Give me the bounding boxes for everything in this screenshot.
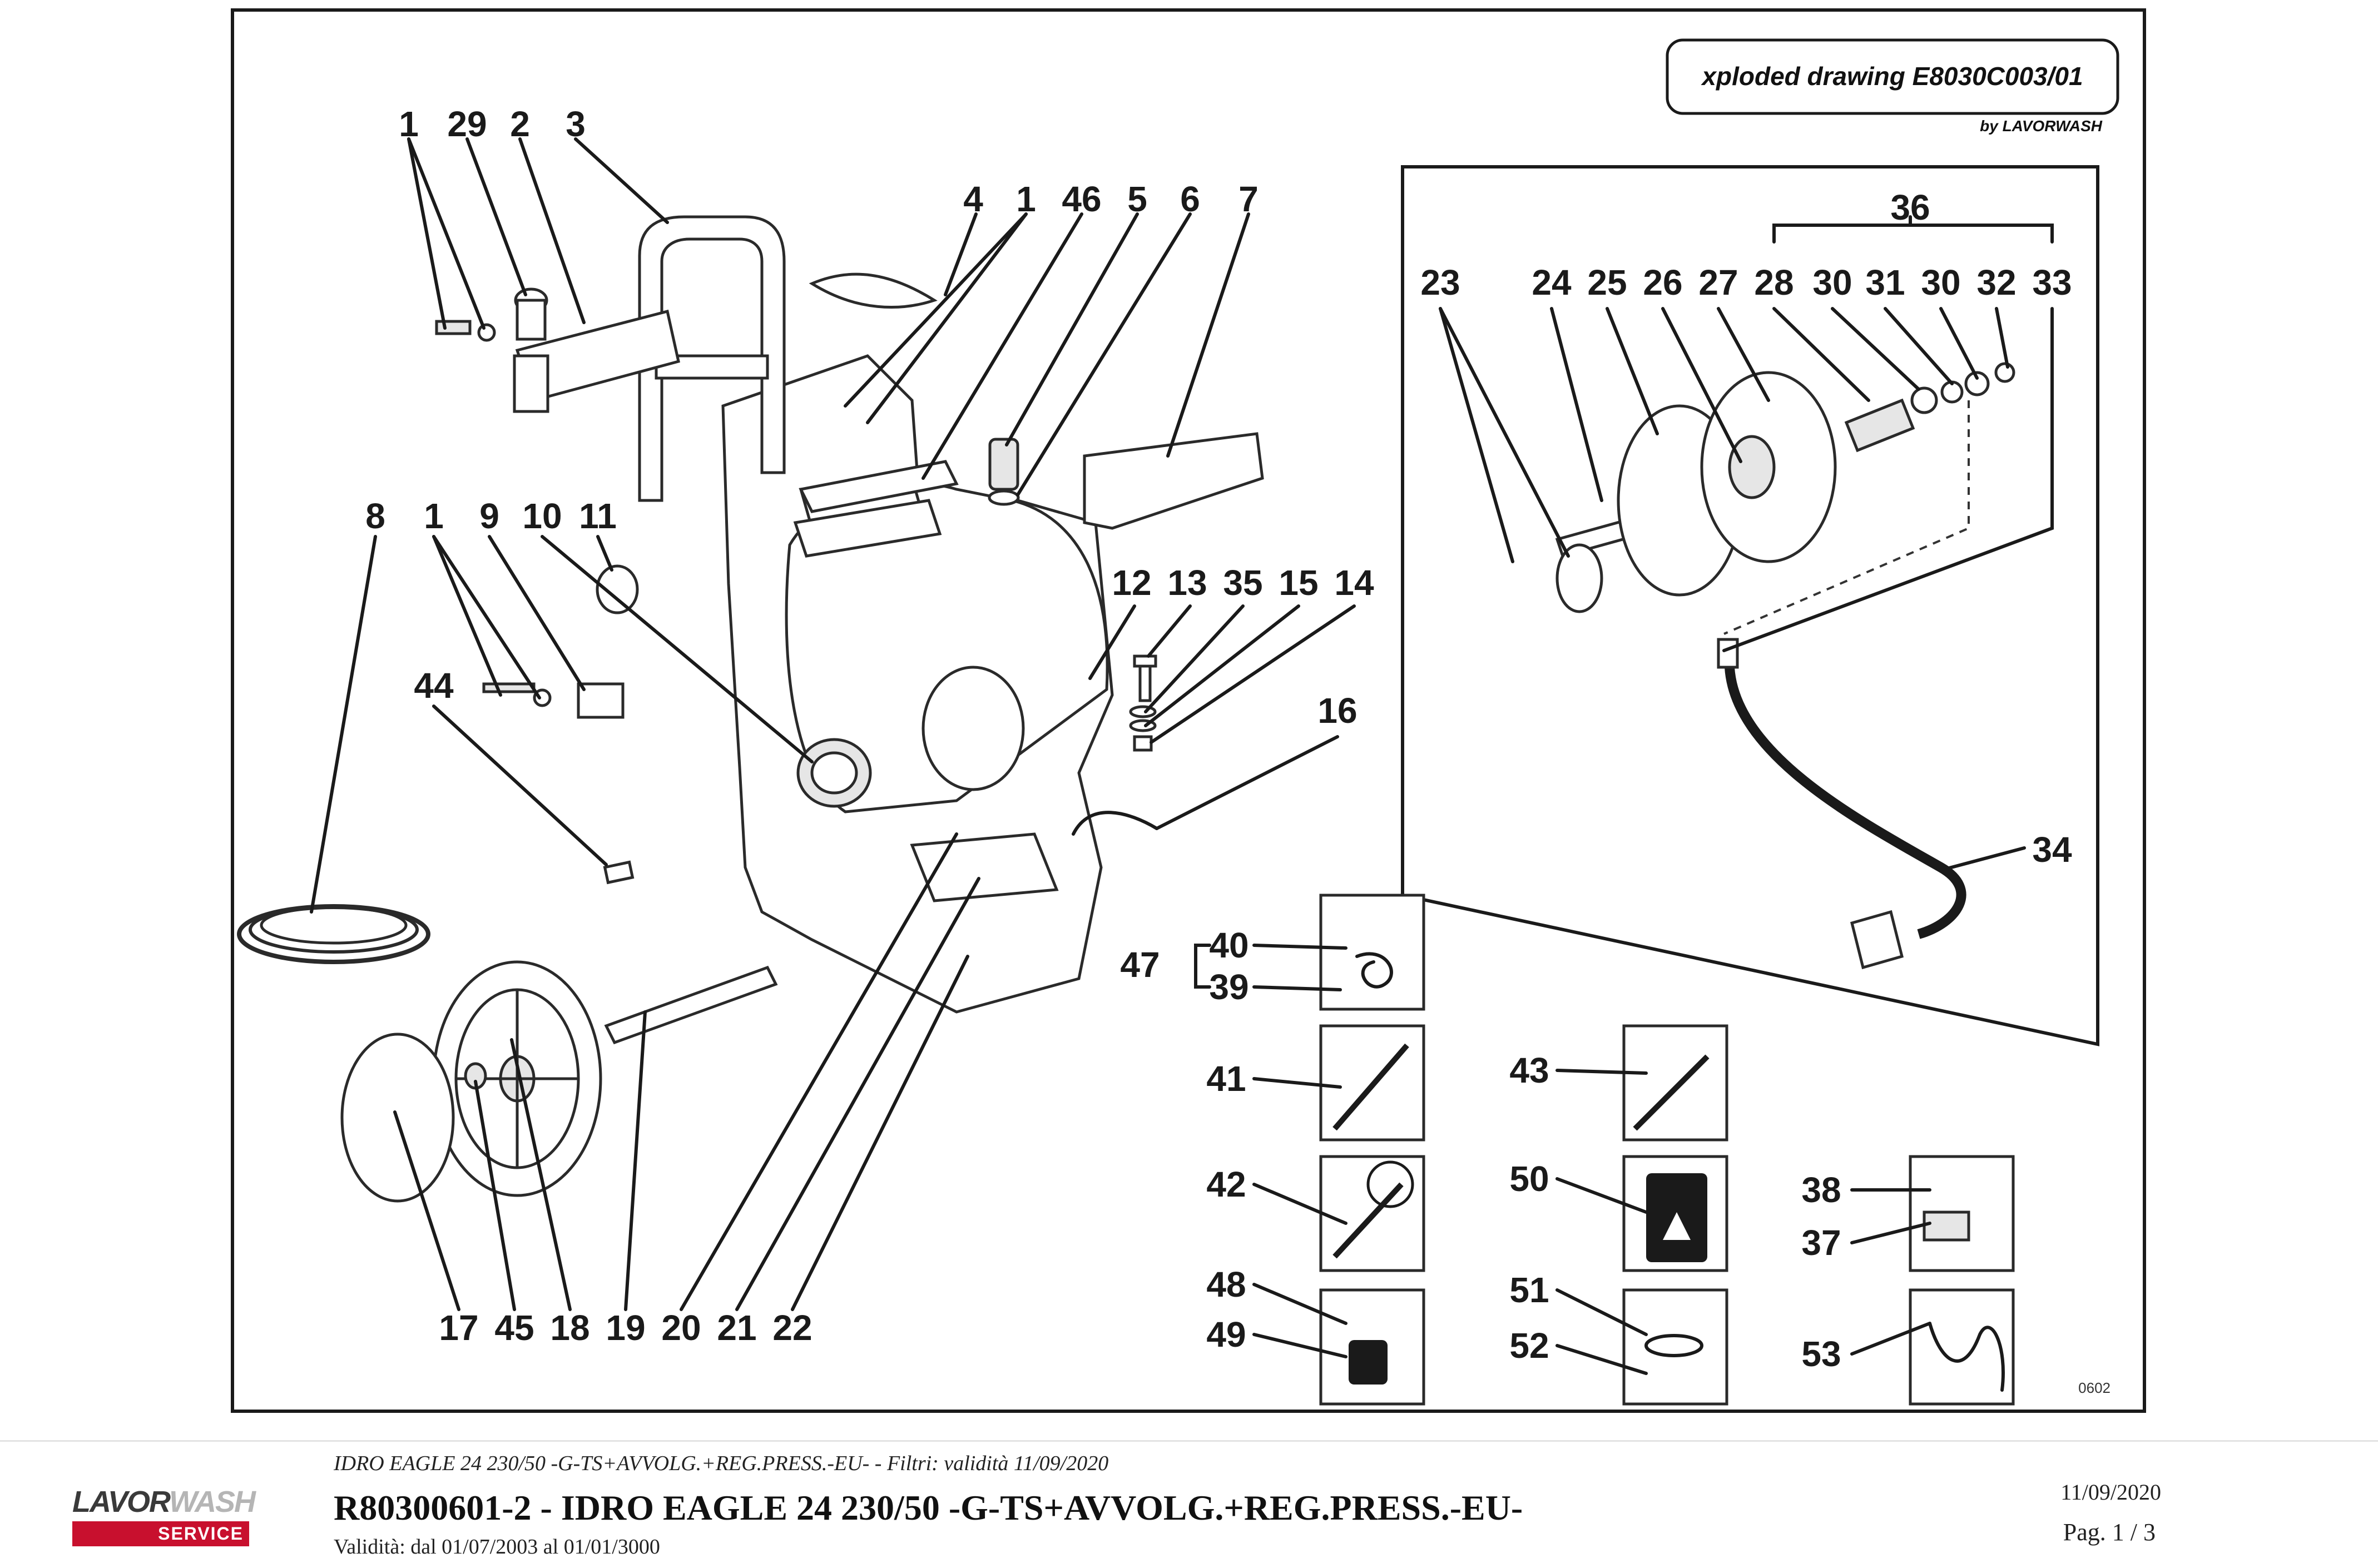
label-30: 30 [1921, 262, 1960, 302]
drawing-title-box [1666, 38, 2119, 115]
label-42: 42 [1206, 1164, 1246, 1204]
leader-lines [310, 137, 2054, 1375]
label-46: 46 [1062, 179, 1101, 219]
label-31: 31 [1865, 262, 1905, 302]
label-51: 51 [1509, 1270, 1549, 1310]
accessory-boxes [1319, 894, 2015, 1406]
label-25: 25 [1587, 262, 1627, 302]
drawing-frame [231, 8, 2146, 1413]
reel-detail-box [1401, 165, 2099, 1046]
label-43: 43 [1509, 1050, 1549, 1090]
power-cable [237, 904, 430, 964]
label-12: 12 [1112, 563, 1151, 603]
label-45: 45 [494, 1308, 534, 1348]
label-5: 5 [1127, 179, 1147, 219]
label-9: 9 [479, 496, 499, 536]
logo-light-text: WASH [169, 1485, 256, 1519]
label-32: 32 [1976, 262, 2016, 302]
label-3: 3 [566, 104, 586, 144]
label-16: 16 [1317, 691, 1357, 731]
label-39: 39 [1209, 967, 1249, 1007]
label-41: 41 [1206, 1059, 1246, 1099]
label-4: 4 [963, 179, 983, 219]
label-28: 28 [1754, 262, 1794, 302]
label-53: 53 [1801, 1334, 1841, 1374]
label-2: 2 [510, 104, 530, 144]
label-30: 30 [1812, 262, 1852, 302]
axle [604, 965, 778, 1045]
label-24: 24 [1532, 262, 1572, 302]
label-50: 50 [1509, 1159, 1549, 1199]
bracket-assembly [435, 287, 680, 413]
wheel [340, 960, 602, 1203]
logo-service-bar: SERVICE [72, 1521, 249, 1546]
label-35: 35 [1223, 563, 1262, 603]
lavorwash-logo: LAVORWASH SERVICE [72, 1485, 256, 1551]
label-40: 40 [1209, 925, 1249, 965]
label-49: 49 [1206, 1314, 1246, 1354]
label-22: 22 [772, 1308, 812, 1348]
knob [988, 438, 1020, 506]
footer-validity: Validità: dal 01/07/2003 al 01/01/3000 [334, 1535, 660, 1559]
logo-dark-text: LAVOR [72, 1485, 170, 1519]
label-18: 18 [550, 1308, 589, 1348]
label-27: 27 [1698, 262, 1738, 302]
hose-reel [1555, 362, 2015, 635]
bolt-stack [1129, 654, 1157, 752]
pressure-hose [1717, 638, 1966, 970]
label-1: 1 [399, 104, 419, 144]
cap [596, 564, 639, 614]
label-44: 44 [414, 666, 454, 706]
label-8: 8 [365, 496, 385, 536]
grid-cover [799, 460, 959, 513]
label-6: 6 [1180, 179, 1200, 219]
footer [0, 1440, 2378, 1568]
small-spacer [603, 860, 635, 885]
label-13: 13 [1167, 563, 1207, 603]
hook [1072, 811, 1158, 836]
label-47: 47 [1120, 945, 1160, 985]
footer-title: R80300601-2 - IDRO EAGLE 24 230/50 -G-TS… [334, 1488, 1523, 1527]
logo-wordmark: LAVORWASH [72, 1485, 256, 1519]
label-23: 23 [1420, 262, 1460, 302]
label-1: 1 [1016, 179, 1036, 219]
label-1: 1 [424, 496, 444, 536]
label-7: 7 [1238, 179, 1259, 219]
label-10: 10 [522, 496, 562, 536]
label-15: 15 [1279, 563, 1318, 603]
footer-date: 11/09/2020 [2060, 1480, 2161, 1505]
accessory-tray [1083, 432, 1264, 530]
label-14: 14 [1334, 563, 1374, 603]
label-26: 26 [1643, 262, 1682, 302]
label-37: 37 [1801, 1223, 1841, 1263]
label-19: 19 [606, 1308, 645, 1348]
label-21: 21 [717, 1308, 756, 1348]
sheet-code: 0602 [2078, 1380, 2111, 1396]
footer-subtitle: IDRO EAGLE 24 230/50 -G-TS+AVVOLG.+REG.P… [334, 1452, 1109, 1475]
by-line: by LAVORWASH [1980, 117, 2103, 135]
drawing-title: xploded drawing E8030C003/01 [1700, 62, 2083, 91]
label-52: 52 [1509, 1326, 1549, 1366]
label-38: 38 [1801, 1170, 1841, 1210]
label-48: 48 [1206, 1264, 1246, 1304]
gasket [809, 272, 938, 309]
label-36: 36 [1890, 187, 1930, 227]
label-33: 33 [2032, 262, 2072, 302]
block [482, 682, 625, 719]
label-20: 20 [661, 1308, 701, 1348]
page-number: Pag. 1 / 3 [2063, 1519, 2156, 1546]
label-17: 17 [439, 1308, 478, 1348]
label-11: 11 [579, 496, 617, 536]
part-number-labels: 1 29 2 3 4 1 46 5 6 7 8 1 9 10 11 44 12 … [365, 104, 2072, 1374]
label-34: 34 [2032, 830, 2072, 870]
label-29: 29 [447, 104, 487, 144]
